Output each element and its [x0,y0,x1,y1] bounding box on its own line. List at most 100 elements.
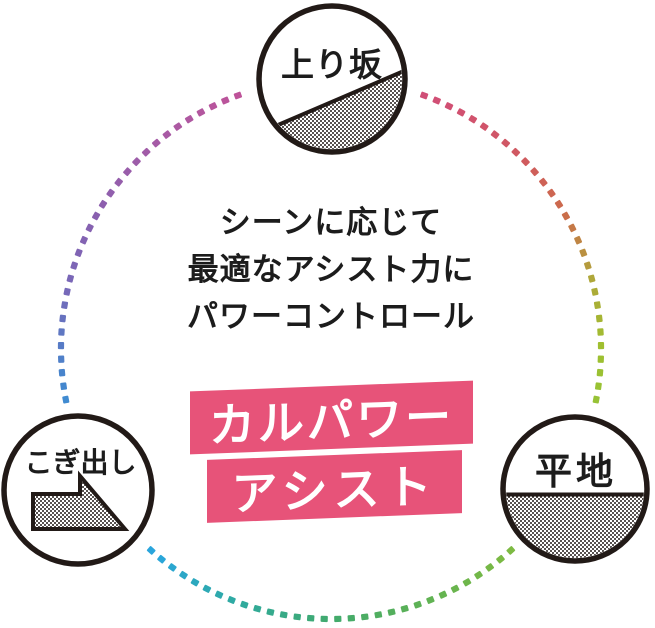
ring-dot [347,614,356,622]
ring-dot [233,91,243,100]
ring-dot [157,554,166,564]
ring-dot [132,157,141,167]
ring-dot [438,590,448,599]
ring-dot [61,301,69,310]
ring-dot [479,122,489,131]
ring-dot [334,615,342,623]
ring-dot [98,199,108,209]
ring-dot [530,167,539,177]
ring-dot [123,167,132,177]
ring-dot [506,546,516,555]
ring-dot [74,248,83,257]
banner-line-2: アシスト [207,450,462,523]
ring-dot [596,368,604,377]
ring-dot [70,261,79,270]
ring-dot [597,328,604,336]
gradient-dotted-ring [57,91,605,623]
ring-dot [167,563,177,572]
ring-dot [202,584,212,593]
node-label-flat: 平地 [535,450,617,493]
ring-dot [490,130,500,139]
ring-dot [214,590,224,599]
caption-line-1: シーンに応じて [219,205,443,241]
ring-dot [583,261,592,270]
ring-dot [574,235,583,245]
ring-dot [594,382,602,391]
node-uphill [256,3,408,155]
ring-dot [450,584,460,593]
ring-dot [58,368,66,377]
ring-dot [58,355,65,363]
ring-dot [426,596,435,604]
ring-dot [568,223,577,233]
ring-dot [146,546,156,555]
ring-dot [59,314,67,323]
ring-dot [91,211,101,221]
ring-dot [62,395,70,404]
ring-dot [592,395,600,404]
ring-dot [579,248,588,257]
ring-dot [221,96,230,105]
node-pedal-start [1,413,155,567]
ring-dot [360,613,369,621]
ring-dot [587,274,596,283]
ring-dot [85,223,94,233]
ring-dot [173,122,183,131]
ring-dot [240,600,249,609]
ring-dot [179,570,188,580]
ring-dot [474,570,483,580]
ring-dot [279,611,288,619]
node-label-pedal-start: こぎ出し [24,446,137,479]
center-caption: シーンに応じて 最適なアシスト力に パワーコントロール [81,200,581,341]
ring-dot [501,138,511,148]
ring-dot [462,578,472,587]
caption-line-2: 最適なアシスト力に [187,252,475,288]
ring-dot [593,301,601,310]
ring-dot [141,147,151,157]
ring-dot [306,614,315,622]
ring-dot [554,199,564,209]
ring-dot [597,341,605,350]
ring-dot [597,355,604,363]
ring-dot [444,102,454,111]
ring-dot [227,596,236,604]
ring-dot [374,611,383,619]
banner-line-2-text: アシスト [231,458,438,521]
ring-dot [190,578,200,587]
ring-dot [591,287,599,296]
ring-dot [66,274,75,283]
ring-dot [595,314,603,323]
ring-dot [539,177,548,187]
ring-dot [106,188,115,198]
ring-dot [184,115,194,124]
ring-dot [60,382,68,391]
ring-dot [151,138,161,148]
ring-dot [456,108,466,117]
ring-dot [387,608,396,616]
ring-dot [547,188,556,198]
ring-dot [432,96,441,105]
ring-dot [63,287,71,296]
ring-dot [114,177,123,187]
launch-arrow-icon [31,470,130,531]
ring-dot [293,613,302,621]
banner-line-1-text: カルパワー [209,388,454,453]
ring-dot [419,91,429,100]
flat-ground-icon [506,494,644,558]
ring-dot [253,604,262,613]
ring-dot [196,108,206,117]
ring-dot [266,608,275,616]
ring-dot [208,102,218,111]
ring-dot [320,615,328,623]
node-flat [500,414,650,564]
ring-dot [162,130,172,139]
ring-dot [496,554,505,564]
ring-dot [79,235,88,245]
ring-dot [521,157,530,167]
banner-line-1: カルパワー [190,380,473,455]
ring-dot [58,328,65,336]
ring-dot [400,604,409,613]
ring-dot [468,115,478,124]
